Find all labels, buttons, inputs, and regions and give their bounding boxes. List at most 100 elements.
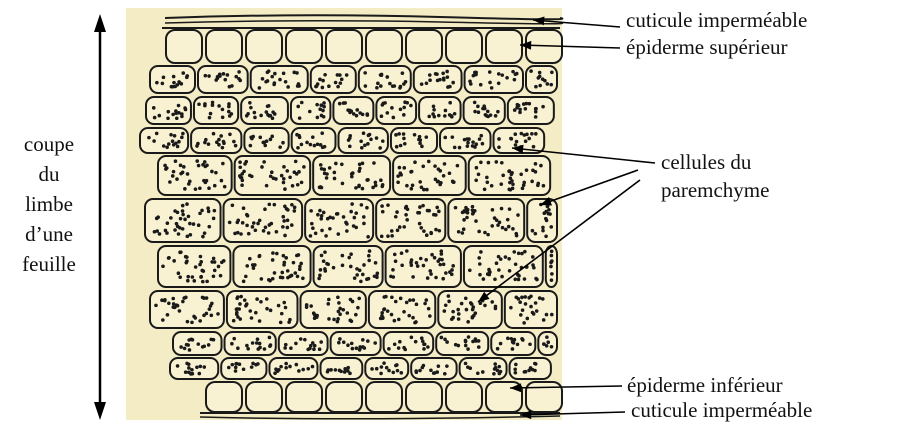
chloroplast-dot: [205, 163, 209, 167]
chloroplast-dot: [433, 371, 437, 375]
chloroplast-dot: [485, 176, 489, 180]
chloroplast-dot: [541, 105, 545, 109]
chloroplast-dot: [451, 316, 455, 320]
chloroplast-dot: [320, 254, 324, 258]
chloroplast-dot: [286, 276, 290, 280]
chloroplast-dot: [499, 182, 503, 186]
chloroplast-dot: [477, 345, 481, 349]
chloroplast-dot: [338, 337, 342, 341]
chloroplast-dot: [440, 336, 444, 340]
chloroplast-dot: [322, 259, 326, 263]
chloroplast-dot: [447, 300, 451, 304]
chloroplast-dot: [334, 81, 338, 85]
chloroplast-dot: [481, 142, 485, 146]
chloroplast-dot: [537, 76, 541, 80]
chloroplast-dot: [280, 271, 284, 275]
side-label-line-5: feuille: [6, 254, 92, 275]
chloroplast-dot: [437, 364, 441, 368]
chloroplast-dot: [375, 367, 379, 371]
chloroplast-dot: [413, 160, 417, 164]
chloroplast-dot: [248, 309, 252, 313]
chloroplast-dot: [390, 313, 394, 317]
chloroplast-dot: [163, 164, 167, 168]
chloroplast-dot: [172, 302, 176, 306]
chloroplast-dot: [205, 280, 209, 284]
chloroplast-dot: [359, 139, 363, 143]
chloroplast-dot: [190, 337, 194, 341]
chloroplast-dot: [424, 298, 428, 302]
chloroplast-dot: [169, 133, 173, 137]
chloroplast-dot: [423, 302, 427, 306]
chloroplast-dot: [474, 339, 478, 343]
chloroplast-dot: [536, 184, 540, 188]
epidermis-top-cell: [446, 30, 482, 63]
chloroplast-dot: [348, 145, 352, 149]
chloroplast-dot: [550, 254, 554, 258]
chloroplast-dot: [296, 146, 300, 150]
chloroplast-dot: [366, 235, 370, 239]
chloroplast-dot: [297, 82, 301, 86]
chloroplast-dot: [279, 321, 283, 325]
chloroplast-dot: [238, 160, 242, 164]
chloroplast-dot: [250, 316, 254, 320]
chloroplast-dot: [178, 309, 182, 313]
chloroplast-dot: [549, 265, 553, 269]
chloroplast-dot: [410, 336, 414, 340]
chloroplast-dot: [525, 168, 529, 172]
chloroplast-dot: [391, 371, 395, 375]
chloroplast-dot: [364, 84, 368, 88]
chloroplast-dot: [451, 264, 455, 268]
chloroplast-dot: [458, 146, 462, 150]
chloroplast-dot: [177, 111, 181, 115]
chloroplast-dot: [296, 105, 300, 109]
chloroplast-dot: [534, 107, 538, 111]
chloroplast-dot: [328, 166, 332, 170]
chloroplast-dot: [181, 71, 185, 75]
chloroplast-dot: [514, 262, 518, 266]
chloroplast-dot: [295, 172, 299, 176]
chloroplast-dot: [395, 145, 399, 149]
chloroplast-dot: [412, 298, 416, 302]
chloroplast-dot: [396, 174, 400, 178]
chloroplast-dot: [497, 72, 501, 76]
chloroplast-dot: [432, 105, 436, 109]
chloroplast-dot: [336, 212, 340, 216]
chloroplast-dot: [258, 136, 262, 140]
epidermis-bottom-cell: [406, 382, 442, 412]
chloroplast-dot: [428, 314, 432, 318]
chloroplast-dot: [326, 302, 330, 306]
chloroplast-dot: [469, 301, 473, 305]
chloroplast-dot: [517, 252, 521, 256]
chloroplast-dot: [375, 86, 379, 90]
label-epidermis-bottom: épiderme inférieur: [627, 375, 783, 396]
chloroplast-dot: [198, 212, 202, 216]
chloroplast-dot: [360, 146, 364, 150]
chloroplast-dot: [271, 110, 275, 114]
chloroplast-dot: [367, 259, 371, 263]
chloroplast-dot: [507, 257, 511, 261]
chloroplast-dot: [430, 253, 434, 257]
chloroplast-dot: [497, 82, 501, 86]
chloroplast-dot: [425, 188, 429, 192]
chloroplast-dot: [348, 134, 352, 138]
chloroplast-dot: [387, 369, 391, 373]
chloroplast-dot: [400, 251, 404, 255]
chloroplast-dot: [195, 159, 199, 163]
chloroplast-dot: [249, 106, 253, 110]
chloroplast-dot: [309, 304, 313, 308]
chloroplast-dot: [190, 321, 194, 325]
chloroplast-dot: [299, 337, 303, 341]
chloroplast-dot: [506, 336, 510, 340]
chloroplast-dot: [428, 269, 432, 273]
chloroplast-dot: [227, 366, 231, 370]
chloroplast-dot: [261, 141, 265, 145]
chloroplast-dot: [174, 159, 178, 163]
chloroplast-dot: [316, 82, 320, 86]
chloroplast-dot: [512, 250, 516, 254]
chloroplast-dot: [263, 347, 267, 351]
chloroplast-dot: [283, 261, 287, 265]
chloroplast-dot: [248, 257, 252, 261]
label-cuticle-bottom: cuticule imperméable: [631, 400, 812, 421]
chloroplast-dot: [237, 307, 241, 311]
chloroplast-dot: [253, 263, 257, 267]
